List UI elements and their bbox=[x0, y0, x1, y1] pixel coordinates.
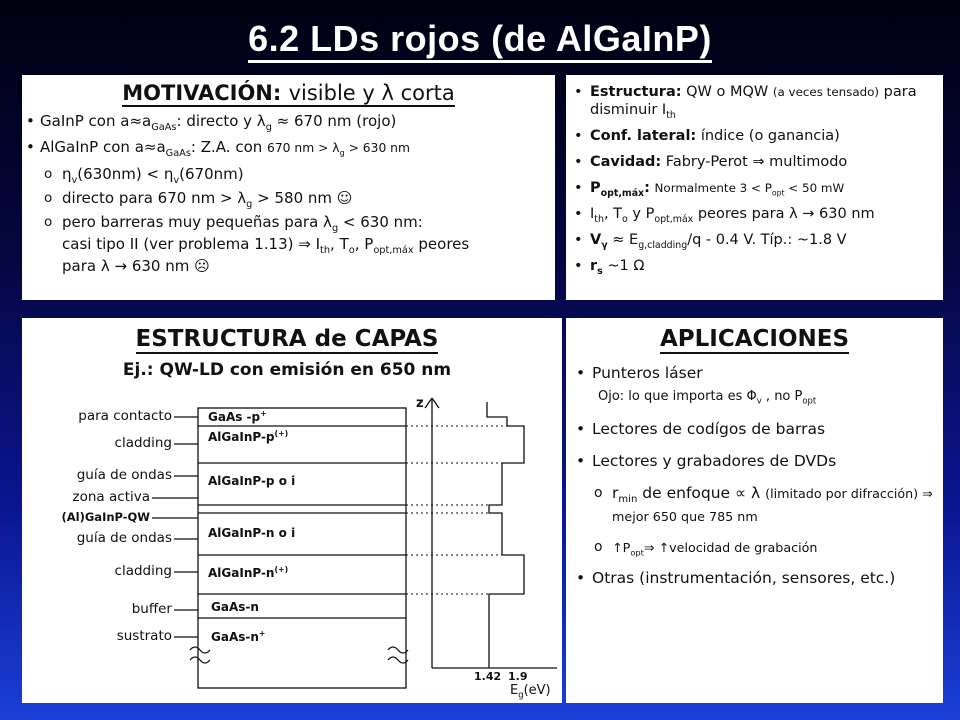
axis-eg-label: Eg(eV) bbox=[510, 683, 551, 700]
motivacion-sub-2: directo para 670 nm > λg > 580 nm ☺ bbox=[22, 187, 555, 209]
motivacion-sub-1: ηv(630nm) < ηv(670nm) bbox=[22, 163, 555, 185]
slide-title: 6.2 LDs rojos (de AlGaInP) bbox=[0, 18, 960, 63]
label-buffer: buffer bbox=[131, 601, 172, 617]
estructura-bullet-4: Popt,máx: Normalmente 3 < Popt < 50 mW bbox=[566, 179, 937, 198]
axis-tick-19: 1.9 bbox=[508, 670, 528, 683]
layer-algainp-p-plus: AlGaInP-p(+) bbox=[208, 429, 289, 444]
aplic-note: Ojo: lo que importa es Φv , no Popt bbox=[598, 389, 817, 406]
motivacion-heading: MOTIVACIÓN: visible y λ corta bbox=[122, 81, 455, 107]
axis-z-label: z bbox=[416, 396, 424, 411]
layer-gaas-p: GaAs -p+ bbox=[208, 409, 267, 424]
capas-panel: ESTRUCTURA de CAPAS Ej.: QW-LD con emisi… bbox=[22, 318, 562, 703]
axis-tick-142: 1.42 bbox=[474, 670, 502, 683]
aplic-bullet-2: Lectores de codígos de barras bbox=[566, 418, 937, 440]
motivacion-bullet-2: AlGaInP con a≈aGaAs: Z.A. con 670 nm > λ… bbox=[22, 136, 555, 159]
aplic-sub-1: rmin de enfoque ∝ λ (limitado por difrac… bbox=[566, 482, 937, 528]
estructura-bullet-2: Conf. lateral: índice (o ganancia) bbox=[566, 127, 937, 145]
label-cladding-bottom: cladding bbox=[114, 563, 172, 579]
aplicaciones-panel: APLICACIONES Punteros láser Ojo: lo que … bbox=[566, 318, 943, 703]
capas-subheading: Ej.: QW-LD con emisión en 650 nm bbox=[122, 360, 452, 380]
aplic-bullet-1: Punteros láser bbox=[566, 362, 937, 384]
estructura-bullet-5: Ith, To y Popt,máx peores para λ → 630 n… bbox=[566, 205, 937, 224]
aplic-bullet-4: Otras (instrumentación, sensores, etc.) bbox=[566, 567, 937, 589]
label-contacto: para contacto bbox=[78, 408, 172, 424]
layer-algainp-n-i: AlGaInP-n o i bbox=[208, 526, 296, 540]
motivacion-sub-3: pero barreras muy pequeñas para λg < 630… bbox=[22, 211, 555, 277]
estructura-panel: Estructura: QW o MQW (a veces tensado) p… bbox=[566, 75, 943, 300]
label-zona-activa: zona activa bbox=[72, 489, 150, 505]
estructura-bullet-3: Cavidad: Fabry-Perot ⇒ multimodo bbox=[566, 153, 937, 171]
layer-diagram bbox=[152, 397, 557, 689]
label-guia-bottom: guía de ondas bbox=[76, 530, 172, 546]
motivacion-bullet-1: GaInP con a≈aGaAs: directo y λg ≈ 670 nm… bbox=[22, 110, 555, 132]
layer-algainp-n-plus: AlGaInP-n(+) bbox=[208, 565, 289, 580]
estructura-bullet-7: rs ~1 Ω bbox=[566, 257, 937, 276]
label-sustrato: sustrato bbox=[116, 628, 172, 644]
capas-heading: ESTRUCTURA de CAPAS bbox=[135, 326, 439, 354]
aplicaciones-heading: APLICACIONES bbox=[659, 326, 850, 354]
label-qw: (Al)GaInP-QW bbox=[61, 510, 150, 524]
estructura-bullet-6: Vγ ≈ Eg,cladding/q - 0.4 V. Típ.: ~1.8 V bbox=[566, 231, 937, 250]
aplic-bullet-3: Lectores y grabadores de DVDs bbox=[566, 450, 937, 472]
label-guia-top: guía de ondas bbox=[76, 467, 172, 483]
layer-gaas-n-plus: GaAs-n+ bbox=[211, 629, 266, 644]
layer-algainp-p-i: AlGaInP-p o i bbox=[208, 474, 296, 488]
label-cladding-top: cladding bbox=[114, 435, 172, 451]
layer-gaas-n: GaAs-n bbox=[211, 600, 259, 614]
aplic-sub-2: ↑Popt⇒ ↑velocidad de grabación bbox=[566, 536, 937, 559]
motivacion-panel: MOTIVACIÓN: visible y λ corta GaInP con … bbox=[22, 75, 555, 300]
estructura-bullet-1: Estructura: QW o MQW (a veces tensado) p… bbox=[566, 83, 937, 120]
